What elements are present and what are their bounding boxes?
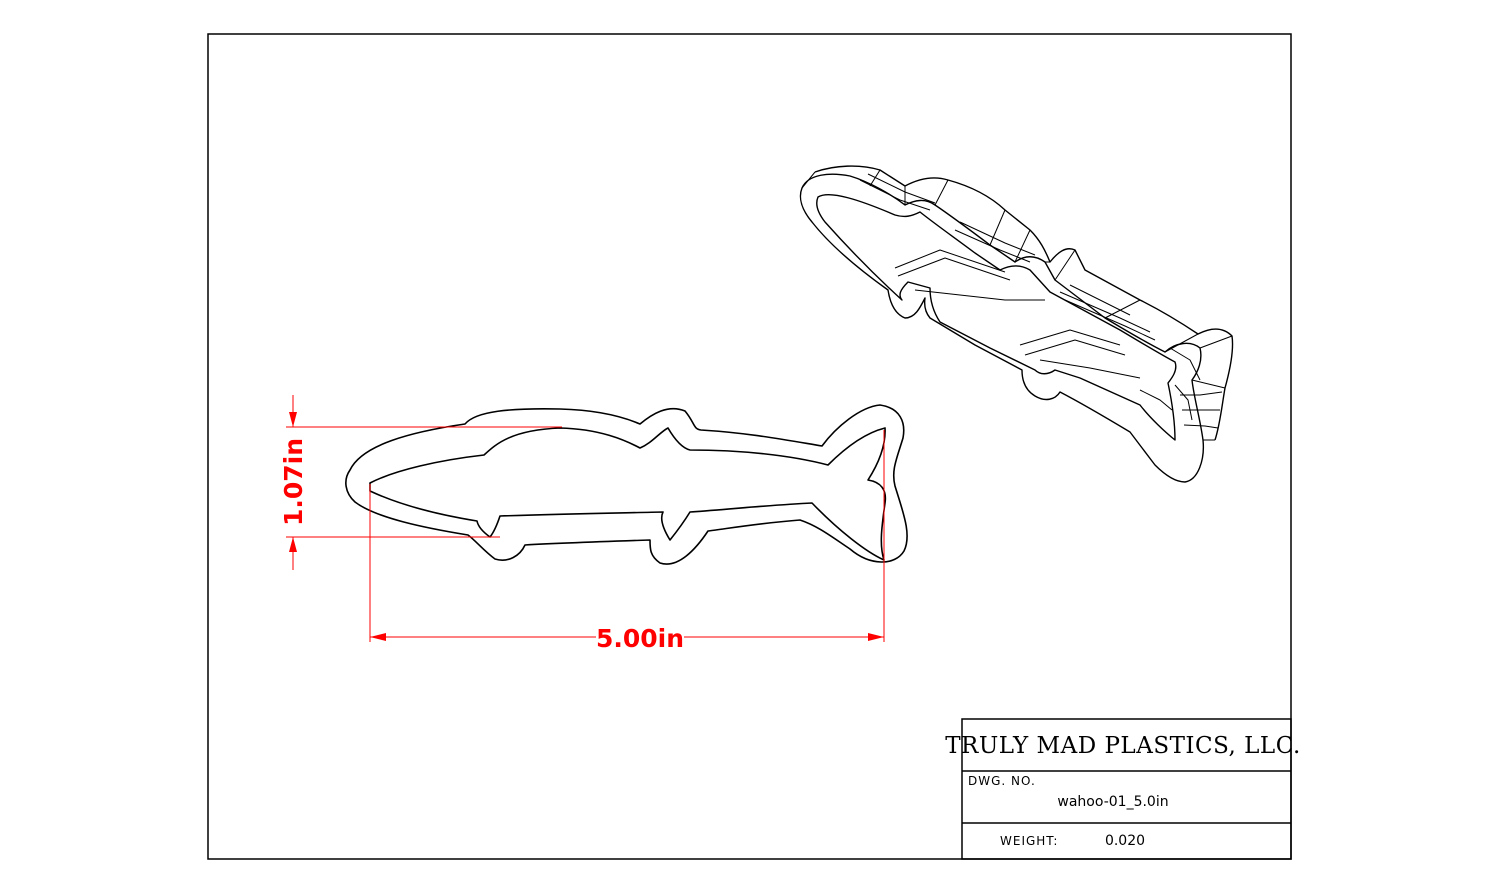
fish-outline-top-view bbox=[345, 404, 908, 565]
arrowhead-bottom bbox=[289, 537, 297, 552]
width-dimension bbox=[369, 430, 885, 642]
iso-vertical-edges bbox=[801, 169, 1233, 441]
iso-front-inner bbox=[816, 194, 1177, 441]
dwg-no-label: DWG. NO. bbox=[968, 774, 1036, 788]
company-name: TRULY MAD PLASTICS, LLC. bbox=[945, 733, 1301, 759]
fish-isometric-view bbox=[799, 165, 1234, 483]
height-dimension-label: 1.07in bbox=[279, 438, 308, 526]
weight-label: WEIGHT: bbox=[1000, 834, 1058, 848]
arrowhead-top bbox=[289, 412, 297, 427]
iso-interior-ribs bbox=[859, 173, 1223, 429]
arrowhead-right bbox=[868, 633, 884, 641]
iso-front-outer bbox=[799, 173, 1205, 483]
sheet-border bbox=[207, 33, 1292, 860]
title-block-frame bbox=[961, 718, 1292, 860]
title-block bbox=[961, 718, 1292, 860]
dwg-no-value: wahoo-01_5.0in bbox=[1057, 794, 1168, 810]
width-dimension-label: 5.00in bbox=[596, 624, 684, 653]
iso-back-outline bbox=[814, 165, 1234, 441]
height-dimension bbox=[286, 395, 562, 570]
arrowhead-left bbox=[370, 633, 386, 641]
weight-value: 0.020 bbox=[1105, 833, 1145, 849]
fish-outer-outline bbox=[345, 404, 908, 565]
